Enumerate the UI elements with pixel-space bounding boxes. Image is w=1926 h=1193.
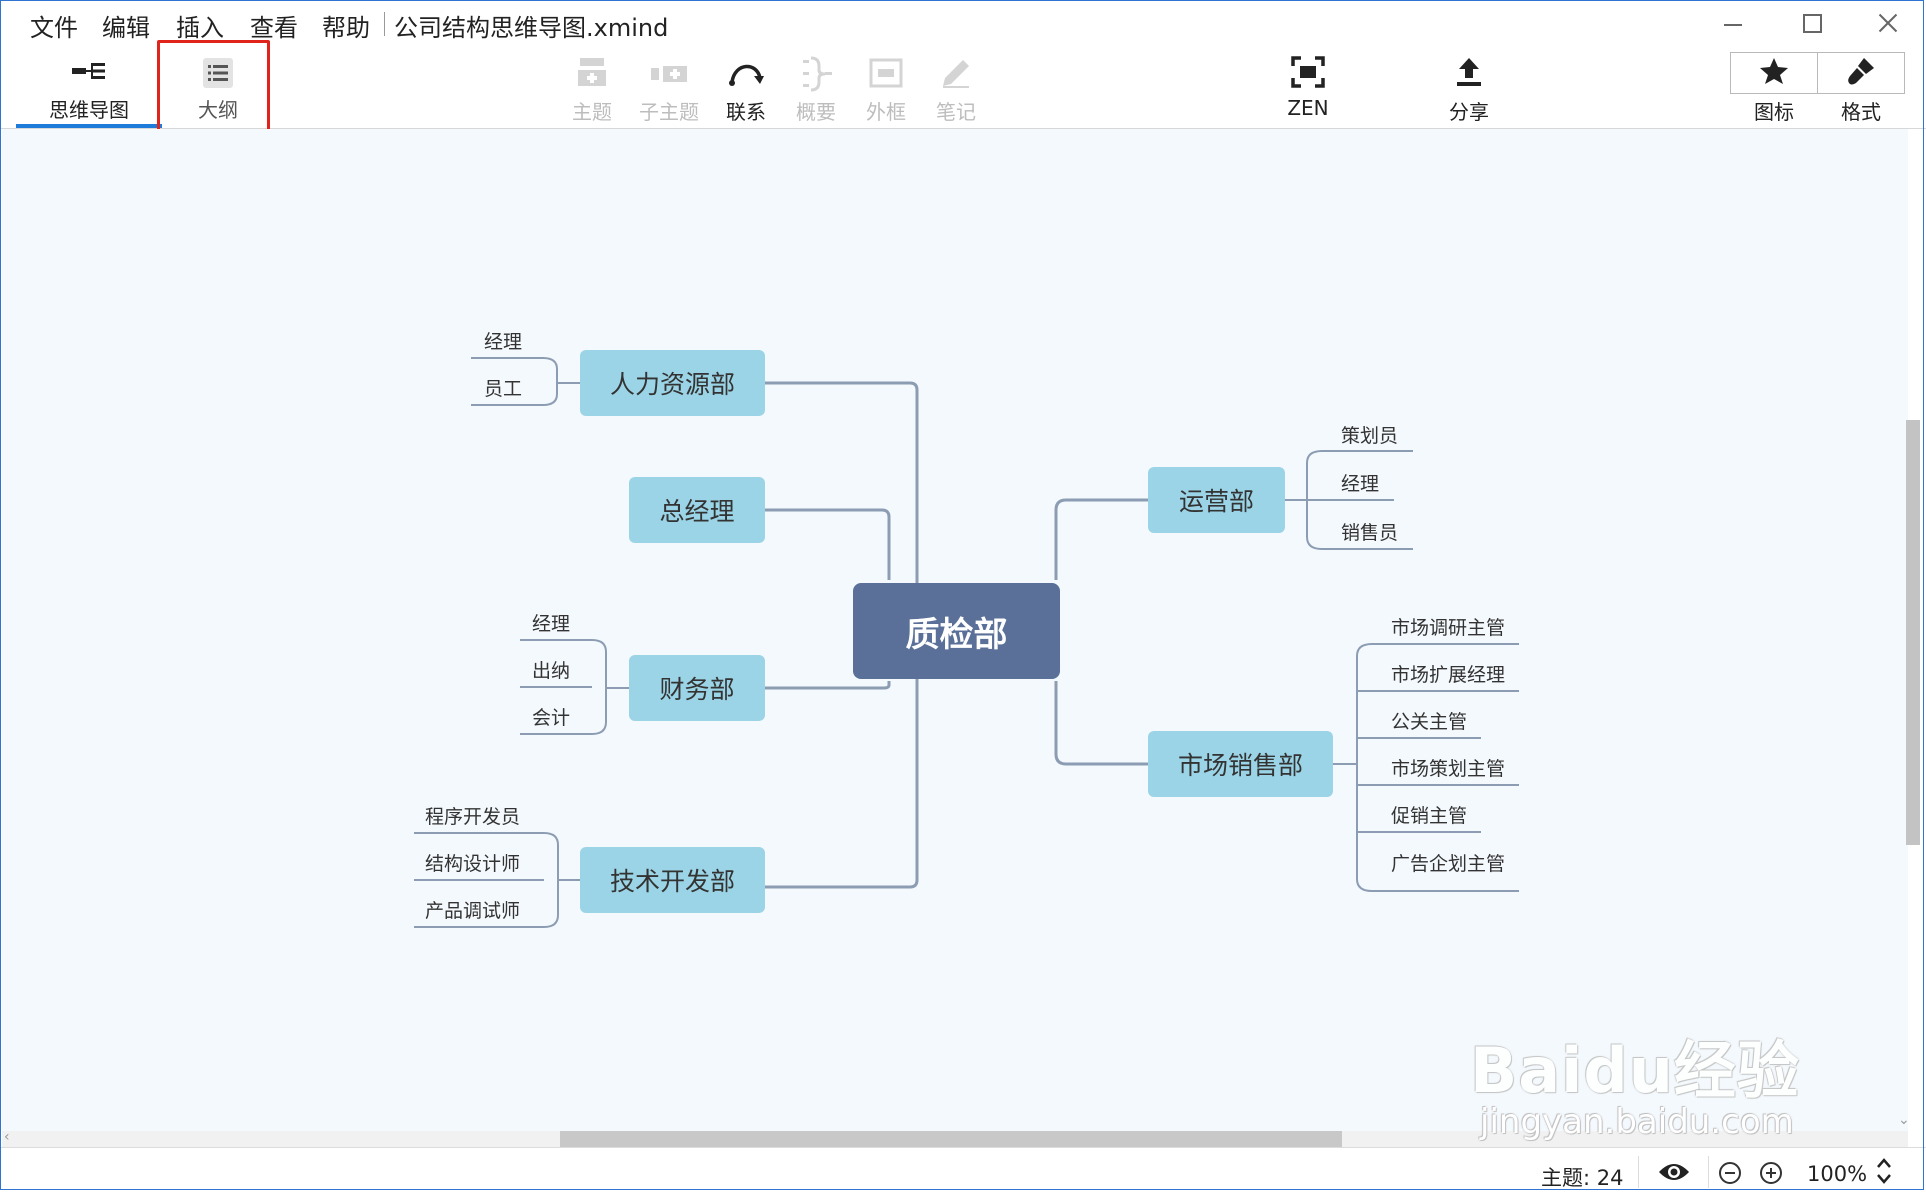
maximize-button[interactable] (1792, 6, 1832, 40)
boundary-button[interactable]: 外框 (851, 48, 921, 128)
subtopic-sales-research[interactable]: 市场调研主管 (1391, 617, 1506, 639)
format-panel-label: 格式 (1841, 100, 1881, 124)
subtopic-finance-manager[interactable]: 经理 (532, 613, 571, 635)
subtopic-ops-manager[interactable]: 经理 (1341, 473, 1380, 495)
status-separator (1638, 1156, 1639, 1188)
active-tab-indicator (16, 124, 162, 128)
status-bar: 主题: 24 100% (0, 1147, 1926, 1193)
zen-label: ZEN (1287, 96, 1329, 120)
vertical-scrollbar[interactable] (1906, 420, 1920, 845)
brush-icon (1846, 56, 1876, 90)
scroll-down-icon[interactable]: ⌄ (1898, 1112, 1910, 1128)
subtopic-label: 子主题 (639, 100, 699, 124)
branch-topic-finance[interactable]: 财务部 (629, 655, 765, 721)
topic-label: 主题 (572, 100, 612, 124)
menu-view[interactable]: 查看 (250, 14, 298, 42)
branch-topic-gm[interactable]: 总经理 (629, 477, 765, 543)
watermark-url: jingyan.baidu.com (1480, 1102, 1794, 1142)
share-button[interactable]: 分享 (1434, 48, 1504, 128)
summary-icon (799, 56, 833, 96)
branch-topic-ops[interactable]: 运营部 (1148, 467, 1285, 533)
menu-file[interactable]: 文件 (30, 14, 78, 42)
menu-bar: 文件 编辑 插入 查看 帮助 公司结构思维导图.xmind (0, 0, 1926, 48)
format-panel-frame (1817, 52, 1905, 94)
document-title: 公司结构思维导图.xmind (394, 14, 669, 42)
menu-help[interactable]: 帮助 (322, 14, 370, 42)
icons-panel-button[interactable]: 图标 (1739, 48, 1809, 128)
horizontal-scrollbar-thumb[interactable] (560, 1131, 1342, 1147)
share-upload-icon (1454, 56, 1484, 92)
format-panel-button[interactable]: 格式 (1826, 48, 1896, 128)
star-icon (1759, 56, 1789, 90)
subtopic-sales-advertising[interactable]: 广告企划主管 (1391, 853, 1506, 875)
subtopic-icon (649, 56, 689, 94)
share-label: 分享 (1449, 100, 1489, 124)
subtopic-finance-accountant[interactable]: 会计 (532, 707, 571, 729)
eye-icon[interactable] (1658, 1160, 1690, 1188)
scroll-left-icon[interactable]: ‹ (4, 1129, 10, 1145)
subtopic-sales-promotion[interactable]: 促销主管 (1391, 805, 1468, 827)
mindmap-icon (71, 58, 107, 88)
topic-icon (576, 56, 608, 94)
icons-panel-label: 图标 (1754, 100, 1794, 124)
tab-mindmap-label: 思维导图 (49, 98, 129, 122)
subtopic-tech-tester[interactable]: 产品调试师 (425, 900, 521, 922)
relationship-icon (727, 56, 765, 94)
boundary-label: 外框 (866, 100, 906, 124)
zoom-in-button[interactable] (1760, 1162, 1782, 1184)
branch-topic-tech[interactable]: 技术开发部 (580, 847, 765, 913)
zen-button[interactable]: ZEN (1273, 48, 1343, 128)
subtopic-hr-staff[interactable]: 员工 (484, 378, 523, 400)
subtopic-button[interactable]: 子主题 (634, 48, 704, 128)
topic-button[interactable]: 主题 (557, 48, 627, 128)
toolbar: 思维导图 大纲 主题 (0, 48, 1926, 129)
status-separator-2 (1708, 1156, 1709, 1188)
baidu-watermark: Baidu经验 (1470, 1020, 1800, 1110)
subtopic-tech-developer[interactable]: 程序开发员 (425, 806, 521, 828)
relationship-label: 联系 (726, 100, 766, 124)
summary-button[interactable]: 概要 (781, 48, 851, 128)
subtopic-sales-planning[interactable]: 市场策划主管 (1391, 758, 1506, 780)
menu-insert[interactable]: 插入 (176, 14, 224, 42)
notes-button[interactable]: 笔记 (921, 48, 991, 128)
tab-mindmap[interactable]: 思维导图 (16, 48, 162, 128)
outline-list-icon (203, 58, 233, 92)
subtopic-sales-expansion[interactable]: 市场扩展经理 (1391, 664, 1506, 686)
subtopic-tech-designer[interactable]: 结构设计师 (425, 853, 521, 875)
notes-label: 笔记 (936, 100, 976, 124)
summary-label: 概要 (796, 100, 836, 124)
tab-outline[interactable]: 大纲 (172, 48, 264, 128)
zen-icon (1291, 56, 1325, 92)
subtopic-ops-planner[interactable]: 策划员 (1341, 425, 1399, 447)
mindmap-canvas[interactable]: 质检部 人力资源部 经理 员工 总经理 财务部 经理 出纳 会计 技术开发部 程… (2, 129, 1908, 1131)
minimize-button[interactable] (1714, 6, 1754, 40)
watermark-brand: Baidu经验 (1470, 1034, 1800, 1107)
topic-count: 主题: 24 (1541, 1166, 1624, 1190)
zoom-out-button[interactable] (1719, 1162, 1741, 1184)
relationship-button[interactable]: 联系 (711, 48, 781, 128)
tab-outline-label: 大纲 (198, 98, 238, 122)
branch-topic-sales[interactable]: 市场销售部 (1148, 731, 1333, 797)
connector-lines (414, 357, 1519, 928)
root-topic[interactable]: 质检部 (853, 583, 1060, 679)
subtopic-ops-sales[interactable]: 销售员 (1341, 522, 1399, 544)
menu-edit[interactable]: 编辑 (102, 14, 150, 42)
branch-topic-hr[interactable]: 人力资源部 (580, 350, 765, 416)
close-button[interactable] (1868, 6, 1908, 40)
zoom-stepper-icon[interactable] (1876, 1156, 1892, 1190)
zoom-level[interactable]: 100% (1807, 1162, 1868, 1186)
subtopic-sales-pr[interactable]: 公关主管 (1391, 711, 1468, 733)
boundary-icon (869, 56, 903, 94)
menu-separator (384, 12, 385, 36)
subtopic-hr-manager[interactable]: 经理 (484, 331, 523, 353)
notes-icon (939, 56, 973, 94)
subtopic-finance-cashier[interactable]: 出纳 (532, 660, 571, 682)
